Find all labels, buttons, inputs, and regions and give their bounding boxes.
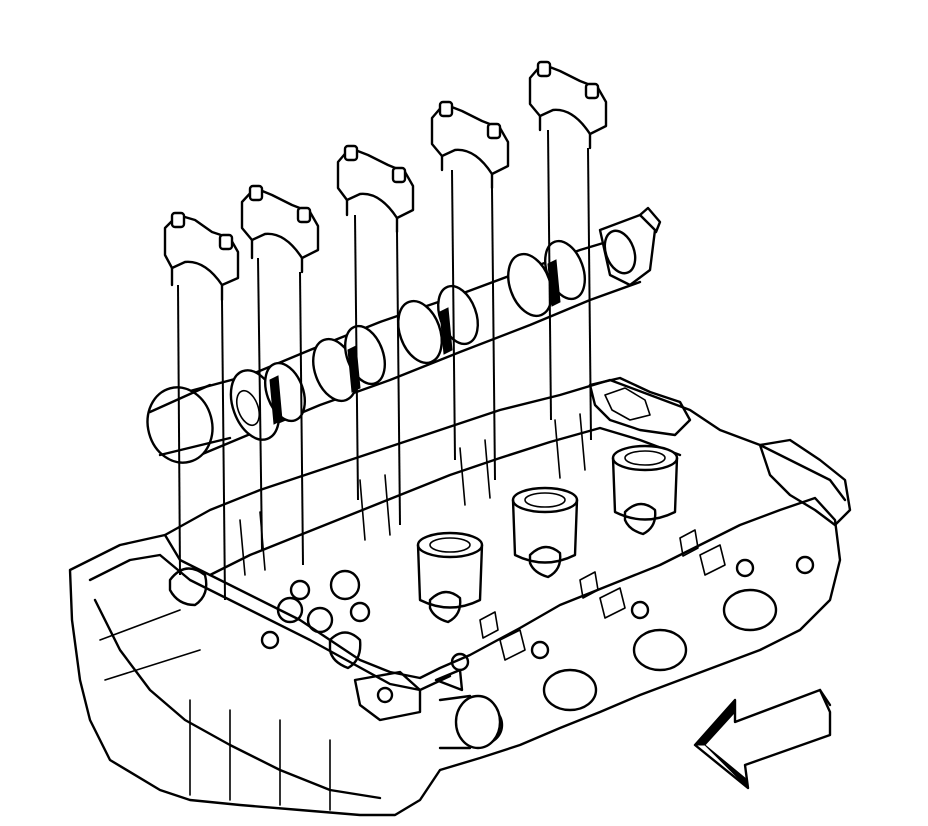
bearing-cap-5	[528, 60, 608, 441]
bearing-cap-4	[430, 100, 510, 481]
bearing-cap-2	[240, 184, 320, 566]
cylinder-head	[68, 376, 852, 817]
arrow-left-icon	[693, 688, 832, 790]
spark-plug-tube-3	[611, 444, 679, 521]
spark-plug-tube-1	[416, 531, 484, 609]
water-outlet	[434, 668, 502, 750]
bearing-cap-1	[163, 211, 240, 601]
camshaft-rear-journal	[146, 383, 232, 464]
bearing-cap-3	[336, 144, 415, 526]
camshaft-front-hub	[598, 206, 662, 287]
spark-plug-tube-2	[511, 486, 579, 564]
